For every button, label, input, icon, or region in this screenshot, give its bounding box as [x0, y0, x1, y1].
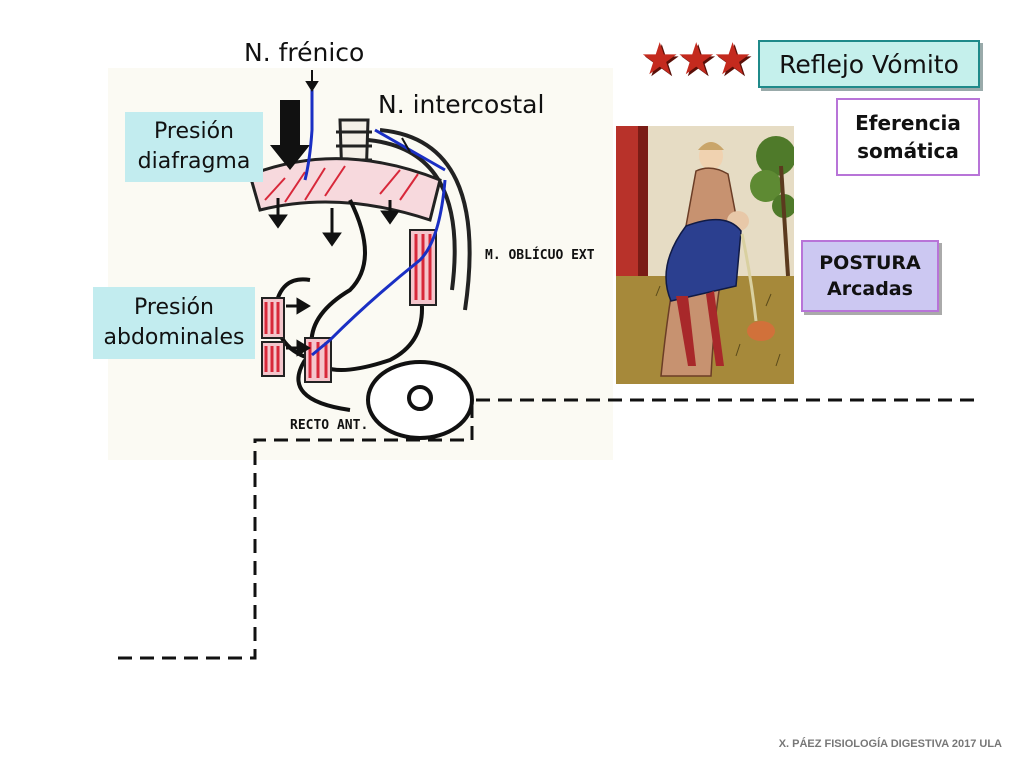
presion-abdominales-line1: Presión — [134, 295, 214, 320]
postura-box: POSTURA Arcadas — [801, 240, 939, 312]
eferencia-box: Eferencia somática — [836, 98, 980, 176]
intercostal-label: N. intercostal — [378, 90, 545, 119]
presion-diafragma-line1: Presión — [154, 119, 234, 144]
stars-icon: ★★★ — [640, 34, 752, 85]
medieval-illustration — [616, 126, 794, 384]
eferencia-line1: Eferencia — [855, 111, 961, 135]
postura-line1: POSTURA — [819, 252, 921, 274]
footer-credit: X. PÁEZ FISIOLOGÍA DIGESTIVA 2017 ULA — [778, 738, 1002, 750]
anatomy-diagram — [108, 68, 613, 460]
presion-abdominales-box: Presión abdominales — [93, 287, 255, 359]
page-title: Reflejo Vómito — [758, 40, 980, 88]
presion-diafragma-box: Presión diafragma — [125, 112, 263, 182]
frenico-label: N. frénico — [244, 38, 365, 67]
presion-diafragma-line2: diafragma — [137, 149, 251, 174]
oblicuo-label: M. OBLÍCUO EXT — [485, 248, 595, 263]
eferencia-line2: somática — [857, 139, 959, 163]
postura-line2: Arcadas — [827, 278, 913, 300]
presion-abdominales-line2: abdominales — [103, 325, 245, 350]
recto-label: RECTO ANT. — [290, 418, 369, 433]
